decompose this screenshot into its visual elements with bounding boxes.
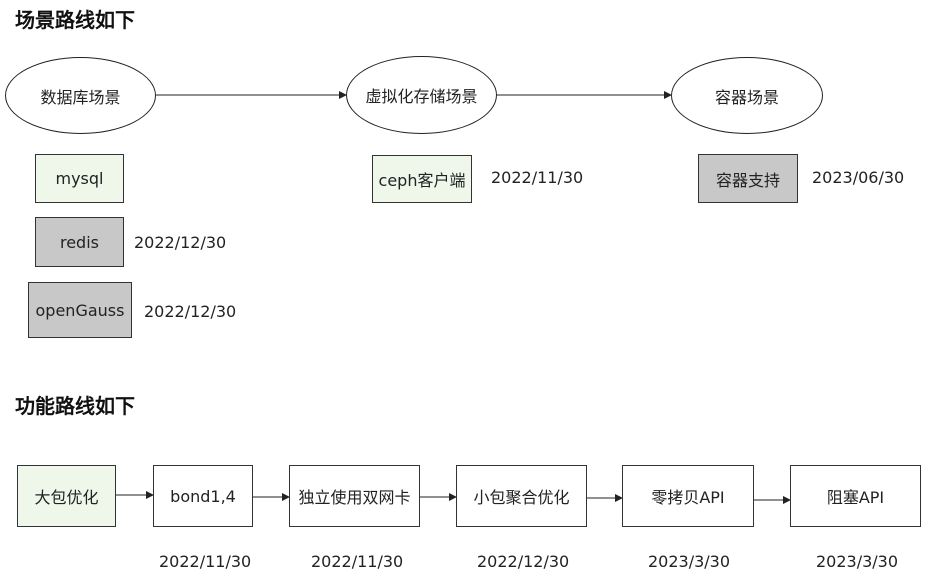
item-container-support-date: 2023/06/30 [812,168,905,187]
step-dual-nic: 独立使用双网卡 [289,465,420,527]
step-bond14-date: 2022/11/30 [159,552,252,571]
scene-virtualized-storage: 虚拟化存储场景 [346,56,497,134]
scene-container: 容器场景 [671,57,823,134]
step-zero-copy-api: 零拷贝API [622,465,754,527]
step-small-packet-aggregation: 小包聚合优化 [456,465,587,527]
step-zero-copy-api-date: 2023/3/30 [648,552,731,571]
step-blocking-api: 阻塞API [790,465,921,527]
step-small-packet-aggregation-date: 2022/12/30 [477,552,570,571]
item-opengauss-date: 2022/12/30 [144,302,237,321]
item-redis: redis [35,217,124,267]
item-container-support: 容器支持 [698,154,798,203]
item-mysql: mysql [35,154,124,203]
feature-roadmap-title: 功能路线如下 [15,394,135,418]
item-ceph-client-date: 2022/11/30 [491,168,584,187]
step-blocking-api-date: 2023/3/30 [816,552,899,571]
scenario-roadmap-title: 场景路线如下 [15,8,135,32]
item-redis-date: 2022/12/30 [134,233,227,252]
item-opengauss: openGauss [28,282,132,338]
step-dual-nic-date: 2022/11/30 [311,552,404,571]
scene-database: 数据库场景 [5,57,156,134]
step-bond14: bond1,4 [153,465,253,527]
step-large-packet-optimization: 大包优化 [17,465,116,527]
item-ceph-client: ceph客户端 [372,155,472,203]
